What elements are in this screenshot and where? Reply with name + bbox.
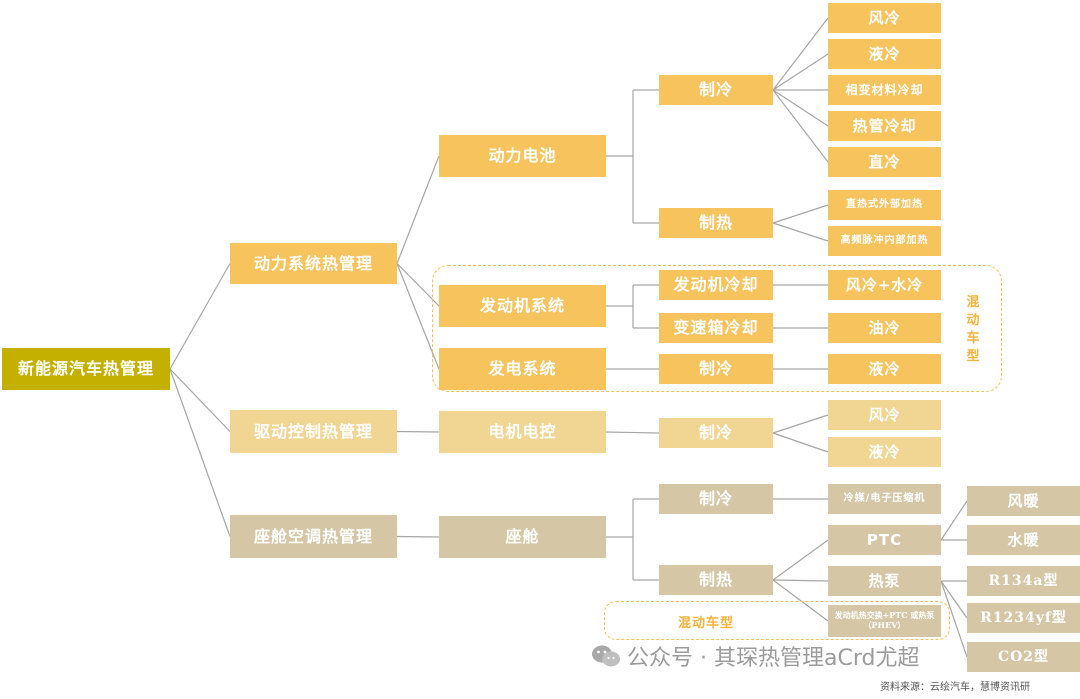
connector-line-22 (772, 17, 829, 91)
node-r134a: R134a型 (967, 566, 1080, 596)
node-cabin: 座舱 (439, 516, 606, 558)
node-air-water-cooling: 风冷+水冷 (828, 270, 941, 300)
connector-line-0 (169, 263, 231, 370)
node-generator-liquid: 液冷 (828, 354, 941, 384)
connector-line-25 (772, 89, 829, 127)
node-refrigerant-compressor: 冷媒/电子压缩机 (828, 484, 941, 514)
node-ptc: PTC (828, 525, 941, 555)
hybrid-region-box-lower (604, 601, 950, 640)
connector-line-42 (940, 580, 968, 658)
source-note: 资料来源：云绘汽车，慧博资讯研 (880, 682, 1030, 693)
connector-line-2 (169, 368, 231, 537)
connector-line-35 (772, 539, 829, 581)
connector-line-1 (169, 368, 231, 432)
node-liquid-cooling: 液冷 (828, 39, 941, 69)
node-generator-cooling: 制冷 (659, 354, 773, 384)
node-generator-system: 发电系统 (439, 348, 606, 390)
connector-line-7 (396, 535, 440, 538)
node-co2: CO2型 (967, 642, 1080, 672)
node-engine-cooling: 发动机冷却 (659, 270, 773, 300)
watermark: 公众号 · 其琛热管理aCrd尤超 (591, 638, 919, 674)
watermark-text: 公众号 · 其琛热管理aCrd尤超 (627, 646, 920, 671)
node-cabin-heating: 制热 (659, 565, 773, 595)
node-air-warm: 风暖 (967, 486, 1080, 516)
node-drive-control: 驱动控制热管理 (230, 410, 397, 453)
hybrid-label-vertical-text: 混动车型 (966, 295, 980, 364)
connector-line-28 (772, 222, 829, 242)
node-battery: 动力电池 (439, 135, 606, 177)
node-phev-heating: 发动机热交换+PTC 或热泵（PHEV） (828, 605, 941, 637)
connector-line-23 (772, 53, 829, 91)
node-power-system: 动力系统热管理 (230, 243, 397, 284)
node-water-warm: 水暖 (967, 525, 1080, 555)
connector-line-38 (940, 500, 968, 541)
connector-line-32 (772, 414, 829, 434)
connector-line-33 (772, 432, 829, 453)
connector-line-17 (605, 431, 660, 434)
hybrid-label-horizontal: 混动车型 (678, 616, 735, 631)
connector-line-6 (396, 430, 440, 433)
node-gearbox-cooling: 变速箱冷却 (659, 313, 773, 343)
wechat-icon (592, 645, 620, 667)
connector-line-36 (772, 579, 829, 582)
node-motor-control: 电机电控 (439, 411, 606, 453)
node-external-heating: 直热式外部加热 (828, 190, 941, 220)
node-heat-pump: 热泵 (828, 566, 941, 596)
node-motor-liquid: 液冷 (828, 437, 941, 467)
connector-line-37 (772, 579, 829, 622)
root-node: 新能源汽车热管理 (2, 348, 170, 390)
connector-line-26 (772, 89, 829, 163)
node-battery-cooling: 制冷 (659, 75, 773, 105)
node-air-cooling: 风冷 (828, 3, 941, 33)
node-oil-cooling: 油冷 (828, 313, 941, 343)
node-engine-system: 发动机系统 (439, 285, 606, 327)
node-motor-air: 风冷 (828, 400, 941, 430)
node-battery-heating: 制热 (659, 208, 773, 238)
connector-line-27 (772, 204, 829, 224)
node-cabin-cooling: 制冷 (659, 484, 773, 514)
node-r1234yf: R1234yf型 (967, 603, 1080, 633)
connector-line-3 (396, 155, 440, 264)
node-pulse-heating: 高频脉冲内部加热 (828, 226, 941, 256)
node-cabin-ac: 座舱空调热管理 (230, 515, 397, 558)
node-motor-cooling: 制冷 (659, 418, 773, 448)
connector-line-41 (940, 580, 968, 619)
hybrid-region-box (432, 265, 1002, 392)
node-heat-pipe-cooling: 热管冷却 (828, 111, 941, 141)
hybrid-label-vertical: 混动车型 (964, 294, 982, 366)
node-direct-cooling: 直冷 (828, 147, 941, 177)
node-phase-change-cooling: 相变材料冷却 (828, 75, 941, 105)
